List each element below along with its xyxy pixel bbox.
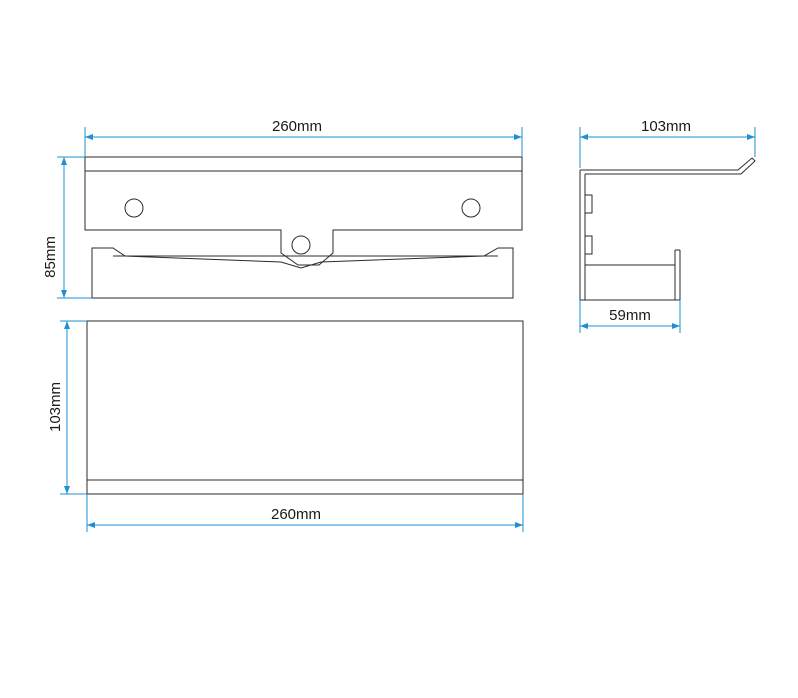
mounting-hole-left <box>124 198 144 218</box>
front-width-label: 260mm <box>272 118 322 135</box>
front-view <box>84 156 523 299</box>
side-depth-label: 103mm <box>641 118 691 135</box>
top-depth-label: 103mm <box>47 382 64 432</box>
mounting-hole-center <box>291 235 311 255</box>
front-height-dimension: 85mm <box>42 156 92 299</box>
top-width-label: 260mm <box>271 506 321 523</box>
top-view <box>86 320 524 495</box>
side-spacer-upper <box>584 194 593 214</box>
side-bracket-label: 59mm <box>609 307 651 324</box>
front-tray-outline <box>91 247 514 299</box>
top-depth-dimension: 103mm <box>47 320 87 495</box>
top-width-dimension: 260mm <box>86 494 524 532</box>
front-width-dimension: 260mm <box>84 118 523 157</box>
front-height-label: 85mm <box>42 236 59 278</box>
side-spacer-lower <box>584 235 593 255</box>
side-view <box>579 157 756 301</box>
front-plate-outline <box>84 156 523 266</box>
mounting-hole-right <box>461 198 481 218</box>
side-top-shelf <box>580 157 756 175</box>
side-bracket-dimension: 59mm <box>579 300 681 333</box>
top-shelf-outline <box>86 320 524 495</box>
side-depth-dimension: 103mm <box>579 118 756 168</box>
